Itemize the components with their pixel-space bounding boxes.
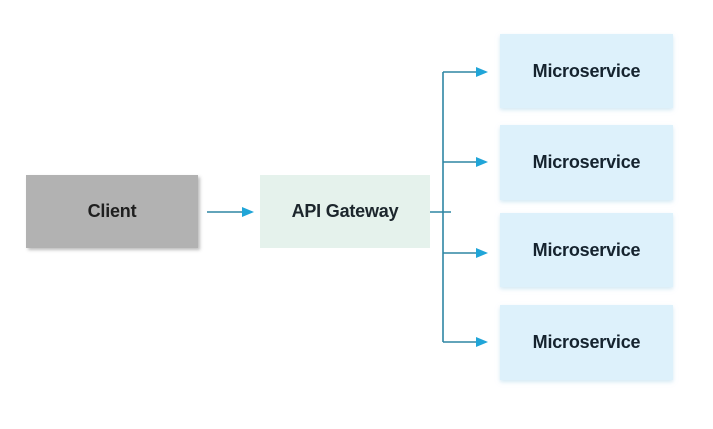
client-node: Client [26,175,198,248]
microservice-node-1: Microservice [500,34,673,108]
microservice-node-3-label: Microservice [532,239,641,260]
microservice-node-2-label: Microservice [532,152,641,172]
api-gateway-node-label: API Gateway [291,201,399,221]
microservice-node-4: Microservice [500,305,673,380]
client-node-label: Client [87,201,137,221]
microservice-node-4-label: Microservice [532,332,641,352]
microservice-node-3: Microservice [500,213,673,287]
microservice-node-2: Microservice [500,125,673,200]
microservice-node-1-label: Microservice [532,60,641,81]
api-gateway-node: API Gateway [260,175,430,248]
